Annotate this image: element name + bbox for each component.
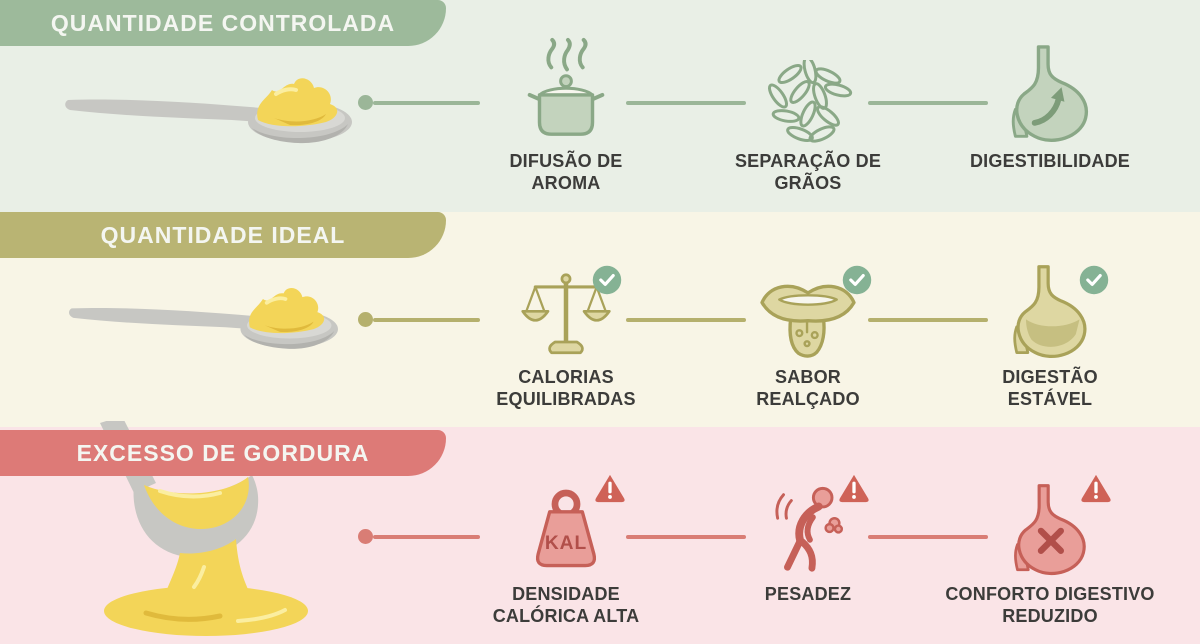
warning-icon: [1079, 472, 1113, 509]
spoon-butter-icon: [69, 287, 338, 349]
benefit-item: DIGESTÃO ESTÁVEL: [930, 265, 1170, 411]
connector-line: [373, 535, 480, 539]
connector-line: [868, 535, 988, 539]
mouth-tongue-icon: [760, 284, 856, 358]
benefit-label: DIGESTÃO ESTÁVEL: [1002, 367, 1098, 409]
band-excesso-de-gordura: EXCESSO DE GORDURA KAL: [0, 421, 1200, 644]
risk-item: PESADEZ: [688, 474, 928, 606]
warning-icon: [837, 472, 871, 509]
benefit-item: SEPARAÇÃO DE GRÃOS: [688, 40, 928, 195]
benefit-item: DIFUSÃO DE AROMA: [446, 37, 686, 195]
band-quantidade-ideal: QUANTIDADE IDEAL: [0, 212, 1200, 427]
spoon-butter-icon: [65, 78, 352, 144]
section-header-banner: QUANTIDADE IDEAL: [0, 212, 446, 258]
connector-dot: [358, 529, 373, 544]
benefit-label: SABOR REALÇADO: [756, 367, 860, 409]
connector-line: [626, 318, 746, 322]
heaviness-person-icon: [775, 486, 844, 572]
cooking-pot-icon: [527, 37, 605, 136]
benefit-label: SEPARAÇÃO DE GRÃOS: [734, 151, 882, 193]
stomach-discomfort-icon: [1014, 484, 1086, 575]
benefit-label: DIFUSÃO DE AROMA: [509, 151, 623, 193]
risk-label: CONFORTO DIGESTIVO REDUZIDO: [945, 584, 1155, 626]
stomach-arrow-icon: [1011, 45, 1089, 142]
check-icon: [1078, 264, 1110, 301]
section-header-banner: QUANTIDADE CONTROLADA: [0, 0, 446, 46]
calorie-weight-icon: KAL: [535, 489, 597, 568]
section-header: EXCESSO DE GORDURA: [76, 439, 370, 466]
benefit-item: DIGESTIBILIDADE: [930, 40, 1170, 173]
connector-dot: [358, 312, 373, 327]
section-header: QUANTIDADE IDEAL: [100, 221, 346, 248]
connector-line: [373, 101, 480, 105]
risk-label: DENSIDADE CALÓRICA ALTA: [492, 584, 640, 626]
benefit-item: SABOR REALÇADO: [688, 265, 928, 411]
connector-line: [868, 101, 988, 105]
band-quantidade-controlada: QUANTIDADE CONTROLADA: [0, 0, 1200, 212]
grains-icon: [767, 60, 853, 143]
connector-dot: [358, 95, 373, 110]
benefit-label: CALORIAS EQUILIBRADAS: [496, 367, 636, 409]
weight-kal-text: KAL: [545, 533, 587, 554]
risk-item: KAL DENSIDADE CALÓRICA ALTA: [446, 474, 686, 628]
check-icon: [591, 264, 623, 301]
benefit-label: DIGESTIBILIDADE: [969, 151, 1130, 171]
check-icon: [841, 264, 873, 301]
connector-line: [626, 101, 746, 105]
section-header: QUANTIDADE CONTROLADA: [50, 9, 396, 36]
connector-line: [626, 535, 746, 539]
benefit-item: CALORIAS EQUILIBRADAS: [446, 265, 686, 411]
warning-icon: [593, 472, 627, 509]
section-header-banner: EXCESSO DE GORDURA: [0, 430, 446, 476]
balance-scale-icon: [521, 273, 611, 355]
connector-line: [373, 318, 480, 322]
stomach-stable-icon: [1013, 265, 1087, 358]
risk-label: PESADEZ: [764, 584, 852, 604]
risk-item: CONFORTO DIGESTIVO REDUZIDO: [930, 474, 1170, 628]
connector-line: [868, 318, 988, 322]
